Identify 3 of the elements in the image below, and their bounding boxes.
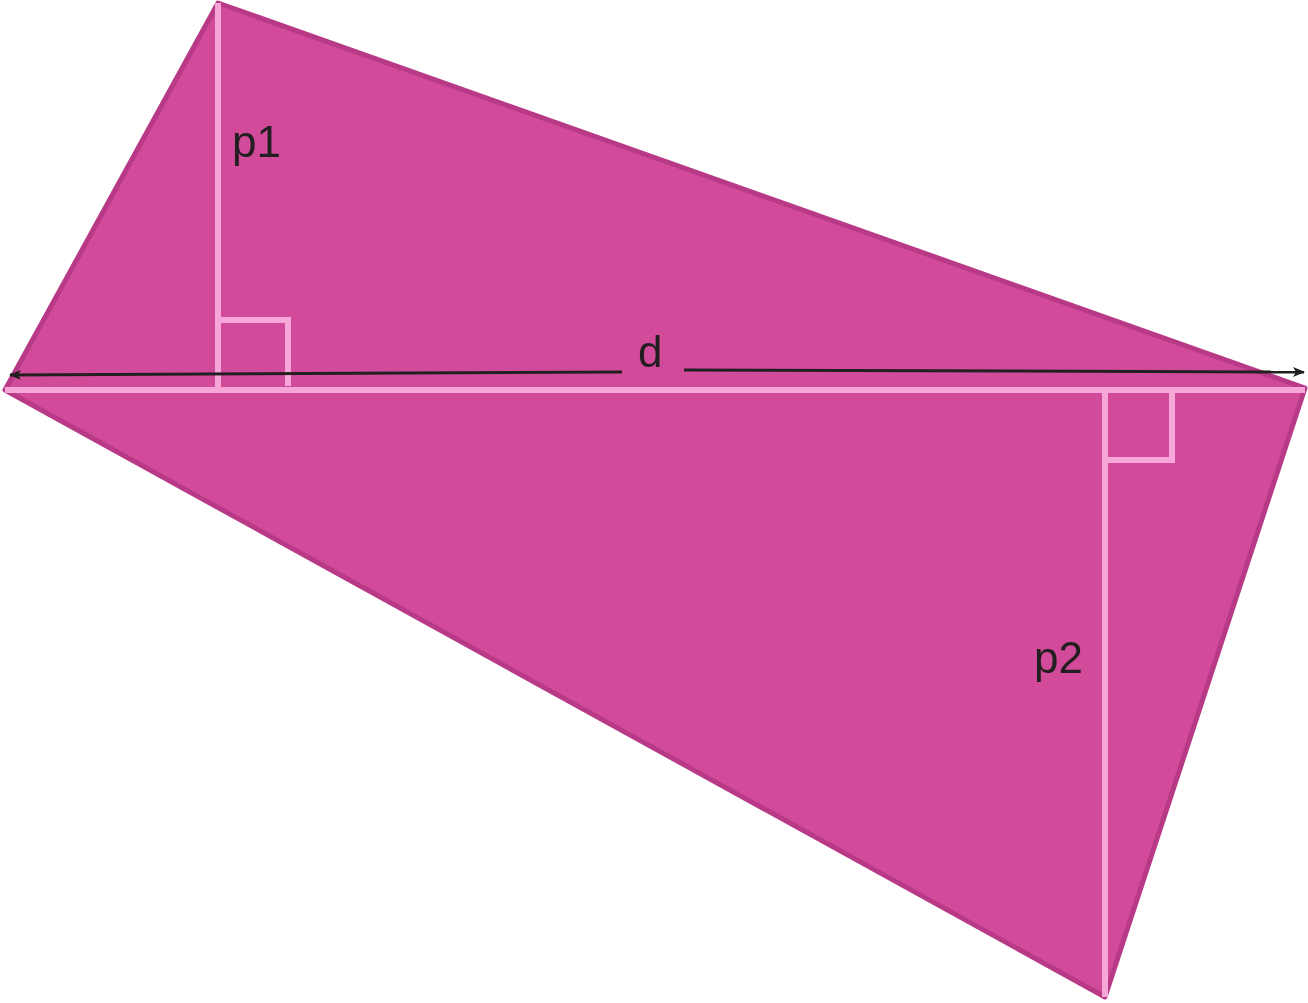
measure-label: p2 xyxy=(1034,636,1083,680)
measure-label: d xyxy=(638,330,663,374)
measure-label: p1 xyxy=(232,120,281,164)
